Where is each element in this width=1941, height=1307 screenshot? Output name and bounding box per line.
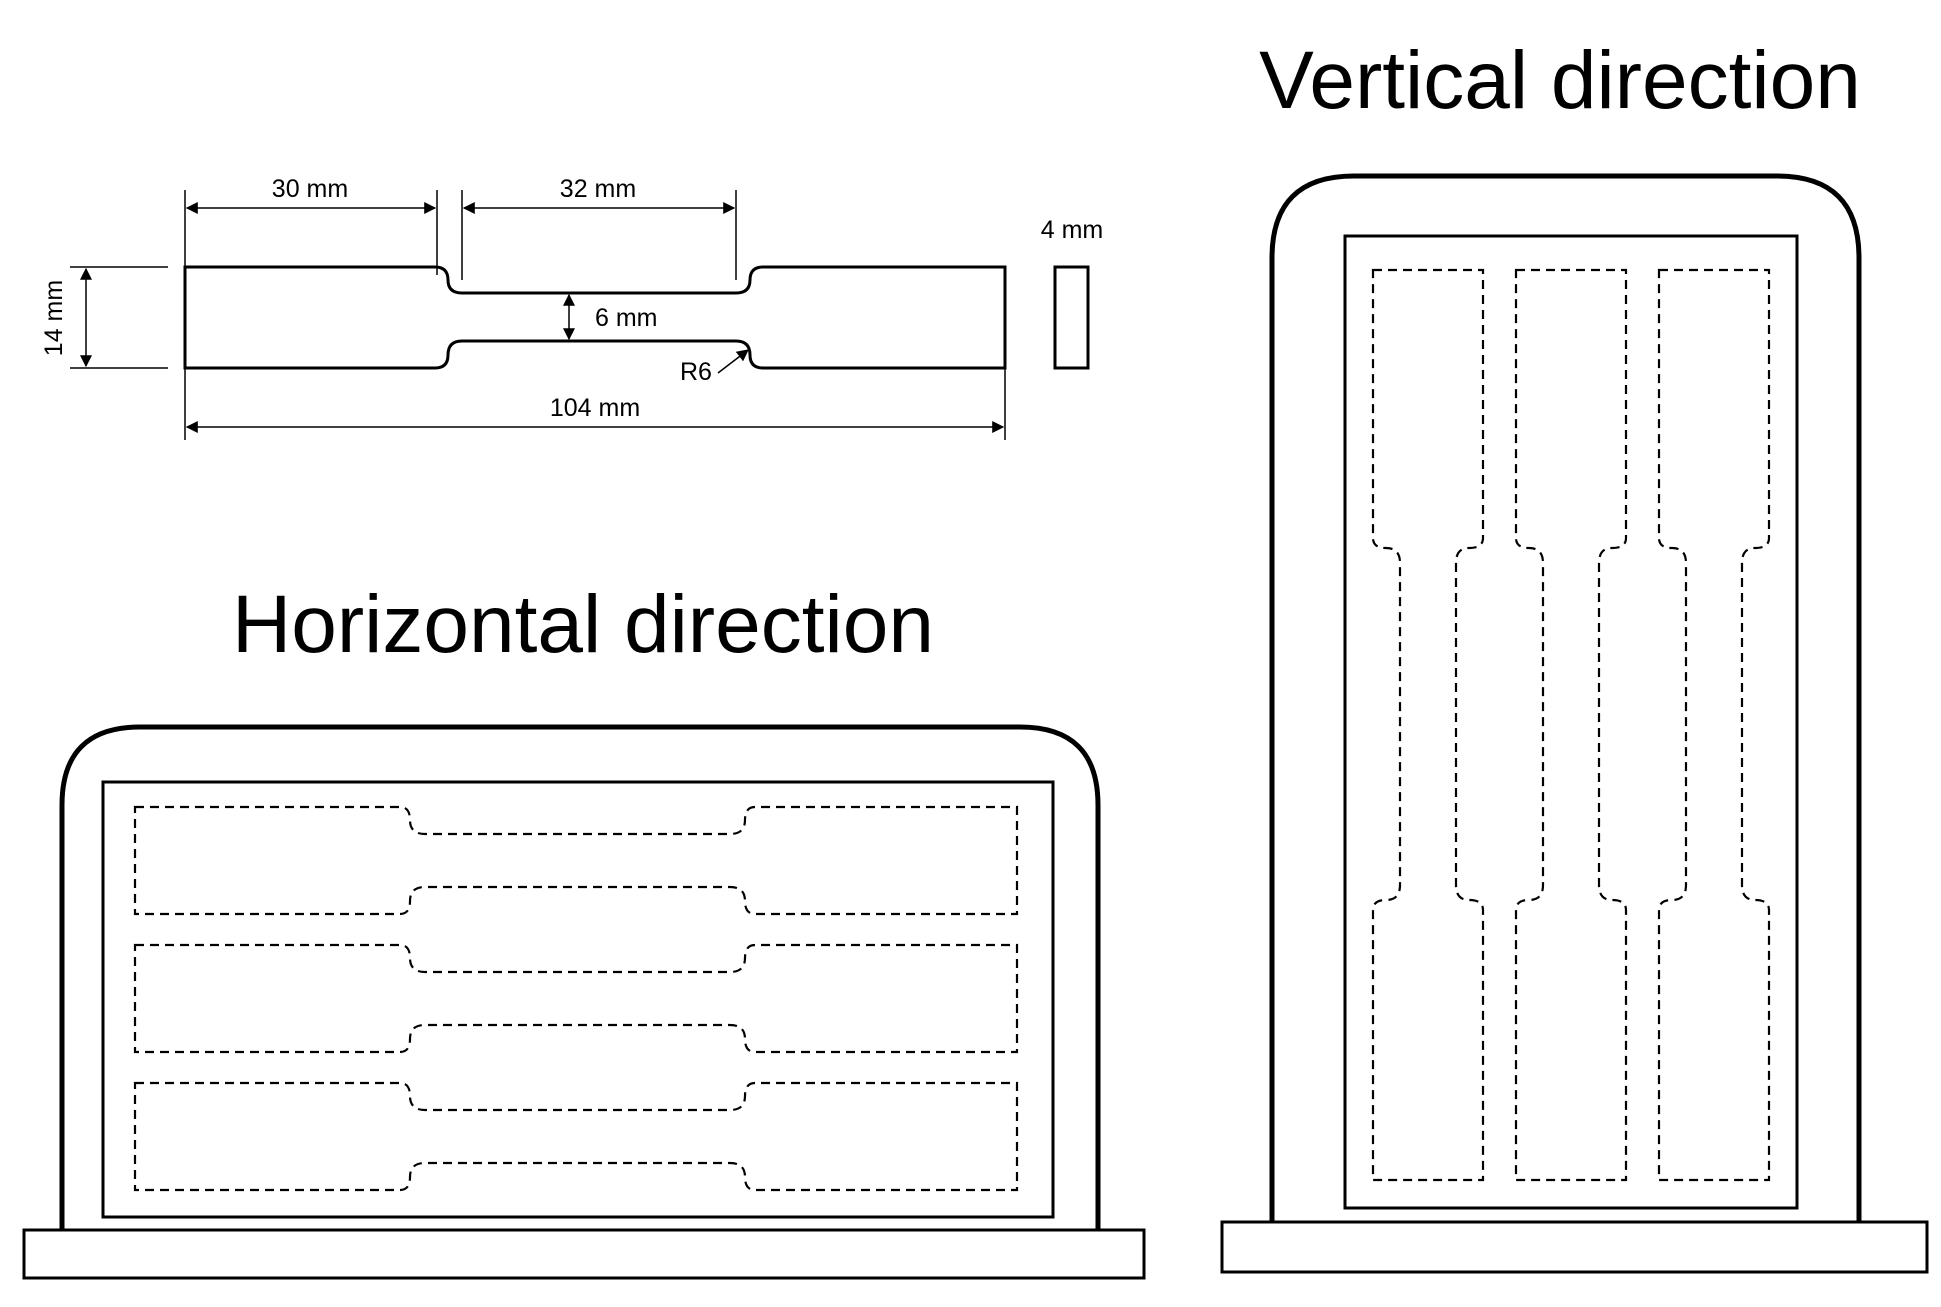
radius-leader <box>717 349 749 374</box>
horizontal-specimen-2 <box>133 943 1019 1054</box>
grip-width-label: 14 mm <box>40 280 68 356</box>
horizontal-specimen-3 <box>133 1081 1019 1192</box>
vertical-specimen-1 <box>1371 268 1485 1182</box>
vertical-build-area <box>1343 234 1799 1210</box>
gauge-length-label: 32 mm <box>560 175 636 203</box>
specimen-drawing: 30 mm 32 mm 14 mm 6 mm R6 104 mm 4 mm <box>40 175 1103 440</box>
vertical-build-plate <box>1220 1220 1929 1274</box>
horizontal-enclosure <box>59 724 1101 1230</box>
vertical-enclosure <box>1269 173 1862 1222</box>
specimen-thickness-view <box>1053 265 1090 370</box>
vertical-specimen-3 <box>1657 268 1771 1182</box>
gauge-width-label: 6 mm <box>595 304 658 332</box>
horizontal-specimen-1 <box>133 805 1019 916</box>
grip-length-label: 30 mm <box>272 175 348 203</box>
horizontal-title: Horizontal direction <box>232 579 934 670</box>
horizontal-build-area <box>101 780 1055 1219</box>
thickness-label: 4 mm <box>1041 216 1104 244</box>
vertical-title: Vertical direction <box>1259 35 1861 126</box>
total-length-label: 104 mm <box>550 394 640 422</box>
vertical-build-chamber <box>1220 173 1929 1274</box>
vertical-specimen-2 <box>1514 268 1628 1182</box>
horizontal-build-plate <box>22 1228 1146 1280</box>
horizontal-build-chamber <box>22 724 1146 1280</box>
radius-label: R6 <box>680 358 712 386</box>
